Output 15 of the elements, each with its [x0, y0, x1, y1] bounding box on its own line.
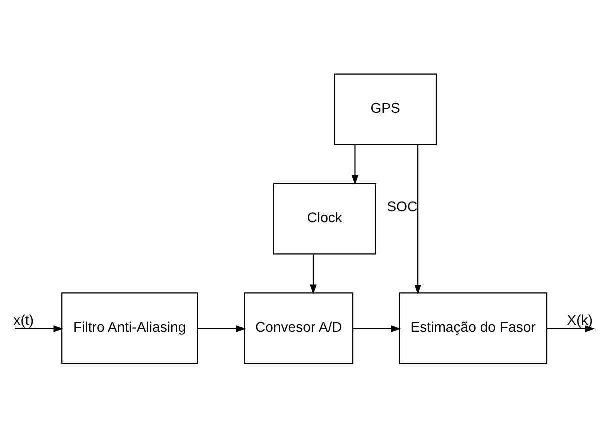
- arrow: [198, 325, 246, 332]
- node-box: Estimação do Fasor: [399, 292, 548, 364]
- arrow: [547, 325, 596, 332]
- edge-label: SOC: [387, 198, 418, 214]
- node-box: Clock: [273, 182, 376, 254]
- arrow: [353, 325, 402, 332]
- arrow: [414, 144, 422, 294]
- arrow: [352, 144, 359, 185]
- arrow: [15, 325, 64, 332]
- arrow: [310, 254, 317, 294]
- node-box: GPS: [334, 73, 438, 145]
- edge-label: X(k): [567, 312, 593, 328]
- node-box: Filtro Anti-Aliasing: [62, 292, 198, 364]
- edge-label: x(t): [14, 312, 34, 328]
- node-box: Convesor A/D: [244, 292, 354, 364]
